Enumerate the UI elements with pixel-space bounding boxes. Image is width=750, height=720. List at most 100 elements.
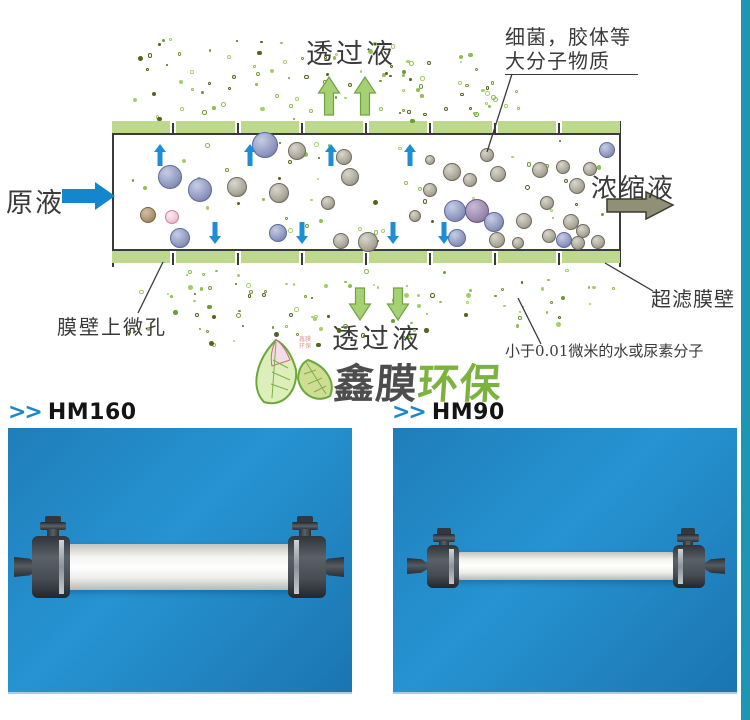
speck [212, 106, 216, 110]
speck [592, 286, 596, 290]
particle [563, 214, 579, 230]
membrane-segment [112, 251, 175, 265]
particle [480, 148, 494, 162]
speck [549, 209, 553, 213]
speck [318, 157, 321, 160]
speck [126, 329, 132, 335]
speck [399, 112, 402, 115]
speck [157, 42, 161, 46]
diagram-annotations [62, 73, 675, 345]
micropore-gap-tick [429, 253, 432, 265]
particle [269, 183, 289, 203]
speck [274, 332, 279, 338]
particle [423, 183, 437, 197]
speck [166, 63, 169, 66]
speck [481, 88, 486, 93]
product-image-hm160 [8, 428, 352, 694]
speck [193, 292, 197, 296]
speck [146, 68, 150, 72]
speck [424, 328, 429, 333]
speck [309, 109, 314, 114]
particle [409, 210, 421, 222]
membrane-segment [304, 251, 367, 265]
speck [151, 92, 156, 97]
speck [600, 212, 604, 216]
particle [532, 162, 548, 178]
speck [207, 81, 212, 86]
speck [139, 289, 145, 295]
micropore-gap-tick [172, 253, 175, 265]
speck [547, 278, 550, 282]
speck [285, 282, 288, 285]
speck [236, 312, 242, 318]
speck [557, 315, 562, 320]
membrane-segment [369, 251, 432, 265]
speck [305, 224, 309, 229]
cartridge-end-cap [288, 536, 326, 598]
speck [287, 76, 291, 79]
speck [545, 310, 549, 314]
speck [430, 293, 435, 298]
speck [418, 84, 424, 89]
speck [525, 185, 531, 191]
micropore-gap-tick [236, 253, 239, 265]
speck [500, 287, 505, 292]
speck [205, 329, 209, 333]
particle [321, 196, 335, 210]
speck [211, 314, 216, 319]
micropore-gap-tick [557, 253, 560, 265]
speck [295, 332, 300, 337]
particle [516, 213, 532, 229]
speck [318, 219, 323, 224]
speck [198, 327, 201, 330]
speck [459, 54, 464, 59]
speck [416, 304, 421, 309]
speck [336, 328, 342, 333]
speck [596, 165, 602, 170]
speck [195, 313, 200, 318]
speck [207, 285, 213, 291]
speck [382, 73, 386, 77]
speck [389, 64, 394, 69]
speck [170, 295, 174, 298]
micropore-gap-tick [172, 123, 175, 135]
particle [599, 142, 615, 158]
speck [261, 293, 266, 298]
speck [398, 146, 402, 151]
label-membrane-wall: 超滤膜壁 [651, 287, 735, 311]
cartridge-side-port [407, 558, 427, 574]
speck [271, 326, 275, 329]
speck [205, 206, 210, 210]
speck [552, 217, 555, 220]
speck [278, 141, 282, 145]
particle [140, 207, 156, 223]
micropore-gap-tick [300, 123, 303, 135]
particle [540, 196, 554, 210]
membrane-segment [176, 251, 239, 265]
speck [310, 315, 314, 319]
label-raw-liquid: 原液 [6, 188, 64, 219]
speck [372, 199, 378, 205]
speck [209, 49, 212, 52]
speck [439, 300, 442, 304]
micropore-gap-tick [365, 253, 367, 265]
speck [289, 313, 294, 317]
speck [511, 155, 514, 159]
inlet-arrow [62, 182, 115, 210]
speck [247, 294, 251, 298]
cartridge-end-cap [427, 545, 459, 588]
speck [188, 284, 193, 290]
product-header-hm160: >>HM160 [8, 400, 137, 425]
micropore-gap-tick [557, 123, 560, 135]
speck [236, 273, 240, 277]
speck [565, 268, 569, 273]
speck [587, 286, 591, 289]
speck [540, 287, 545, 291]
cartridge-side-port [705, 558, 725, 574]
particle [490, 166, 506, 182]
speck [287, 159, 293, 165]
channel-right-wall [619, 121, 621, 267]
speck [323, 284, 329, 289]
speck [347, 83, 352, 88]
